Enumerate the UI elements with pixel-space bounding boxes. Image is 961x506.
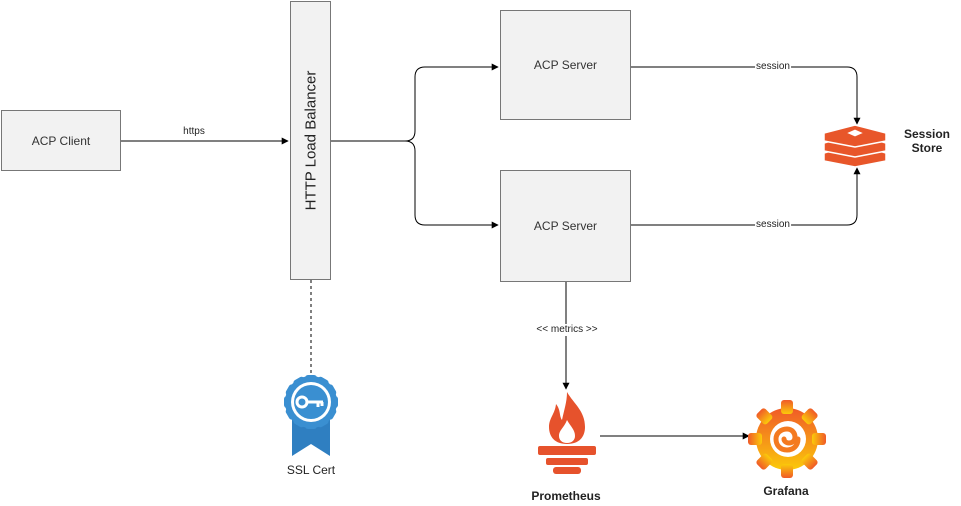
acp-server-bottom-box[interactable]: ACP Server [500,170,631,282]
grafana-swirl-icon [748,400,826,478]
load-balancer-box[interactable]: HTTP Load Balancer [290,1,331,280]
acp-server-top-box[interactable]: ACP Server [500,10,631,120]
session-store-label: Session Store [903,127,951,155]
prometheus-flame-icon [538,392,596,474]
acp-server-top-label: ACP Server [533,58,598,72]
acp-client-box[interactable]: ACP Client [1,110,121,171]
edge-lb-to-top-server [331,63,499,142]
edge-lb-to-bottom-server [331,140,499,229]
edge-label-bottom-session: session [755,219,791,231]
load-balancer-label: HTTP Load Balancer [302,70,319,211]
edge-label-metrics: << metrics >> [535,324,599,336]
edge-label-top-session: session [755,61,791,73]
prometheus-label: Prometheus [531,489,601,503]
edge-bottom-session [631,167,861,226]
grafana-label: Grafana [763,484,809,498]
acp-server-bottom-label: ACP Server [533,219,598,233]
ssl-cert-label: SSL Cert [286,463,336,477]
edge-label-https: https [182,126,206,138]
certificate-badge-icon [284,375,338,456]
redis-icon [823,124,887,168]
edge-top-session [631,66,861,125]
acp-client-label: ACP Client [31,133,91,148]
